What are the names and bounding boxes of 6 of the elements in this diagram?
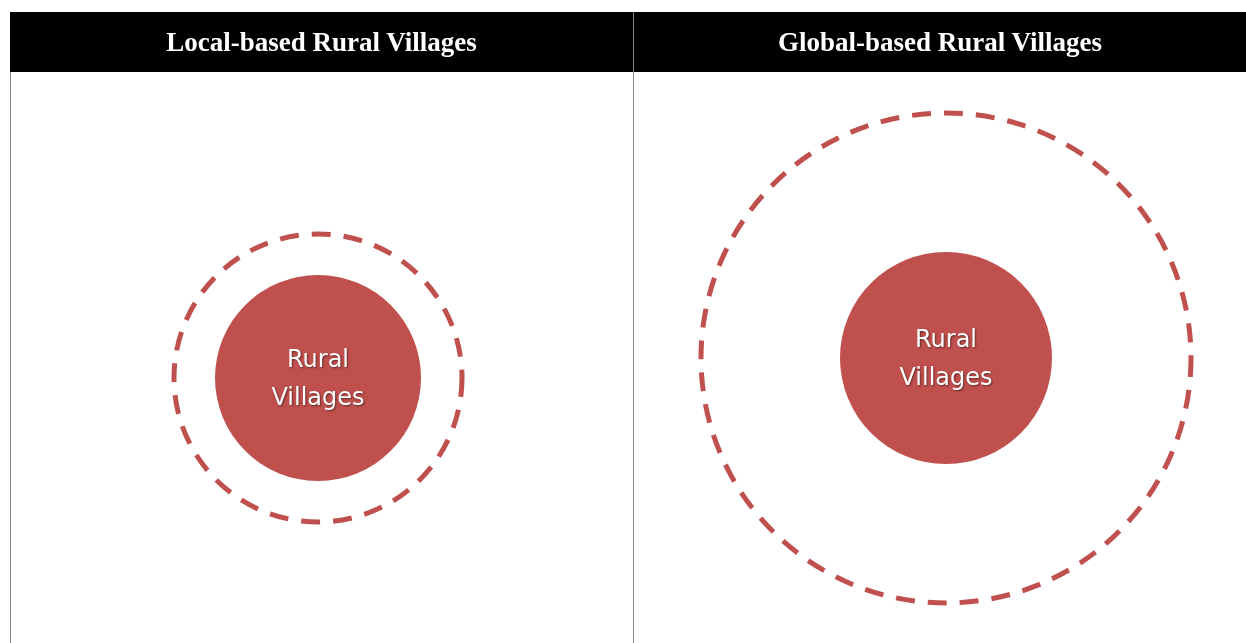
dashed-circle — [171, 231, 465, 525]
dashed-circle — [698, 110, 1194, 606]
column-header: Global-based Rural Villages — [634, 12, 1246, 72]
node-label: Rural Villages — [270, 344, 366, 413]
column-header: Local-based Rural Villages — [10, 12, 633, 72]
node-label: Rural Villages — [898, 324, 994, 393]
